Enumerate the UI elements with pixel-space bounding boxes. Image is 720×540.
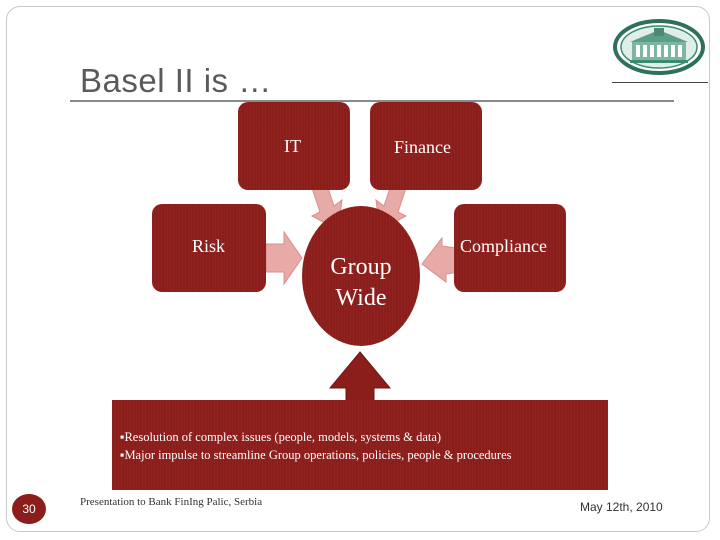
risk-box: Risk: [152, 204, 266, 292]
finance-label: Finance: [394, 137, 451, 157]
page-number-badge: 30: [12, 494, 46, 524]
summary-banner: ▪Resolution of complex issues (people, m…: [112, 400, 608, 490]
bank-building-logo-icon: [613, 19, 705, 75]
slide-title: Basel II is …: [80, 62, 272, 99]
finance-box: Finance: [370, 102, 482, 190]
group-wide-circle: Group Wide: [302, 206, 420, 346]
banner-bullet-2-text: Major impulse to streamline Group operat…: [124, 448, 512, 462]
banner-bullet-1-text: Resolution of complex issues (people, mo…: [124, 430, 442, 444]
center-line2: Wide: [335, 285, 387, 311]
arrow-risk-to-center: [265, 230, 303, 286]
title-underline: [70, 100, 674, 102]
slide-frame: [6, 6, 710, 532]
arrow-banner-to-center: [328, 351, 392, 403]
risk-label: Risk: [192, 236, 226, 256]
center-line1: Group: [330, 254, 392, 280]
it-label: IT: [284, 136, 301, 156]
compliance-box: Compliance: [454, 204, 566, 292]
logo-underline: [612, 82, 708, 83]
it-box: IT: [238, 102, 350, 190]
footer-date: May 12th, 2010: [580, 500, 663, 514]
compliance-label: Compliance: [460, 236, 547, 256]
banner-bullet-2: ▪Major impulse to streamline Group opera…: [120, 448, 512, 462]
footer-presentation-text: Presentation to Bank FinIng Palic, Serbi…: [80, 496, 263, 508]
banner-bullet-1: ▪Resolution of complex issues (people, m…: [120, 430, 442, 444]
